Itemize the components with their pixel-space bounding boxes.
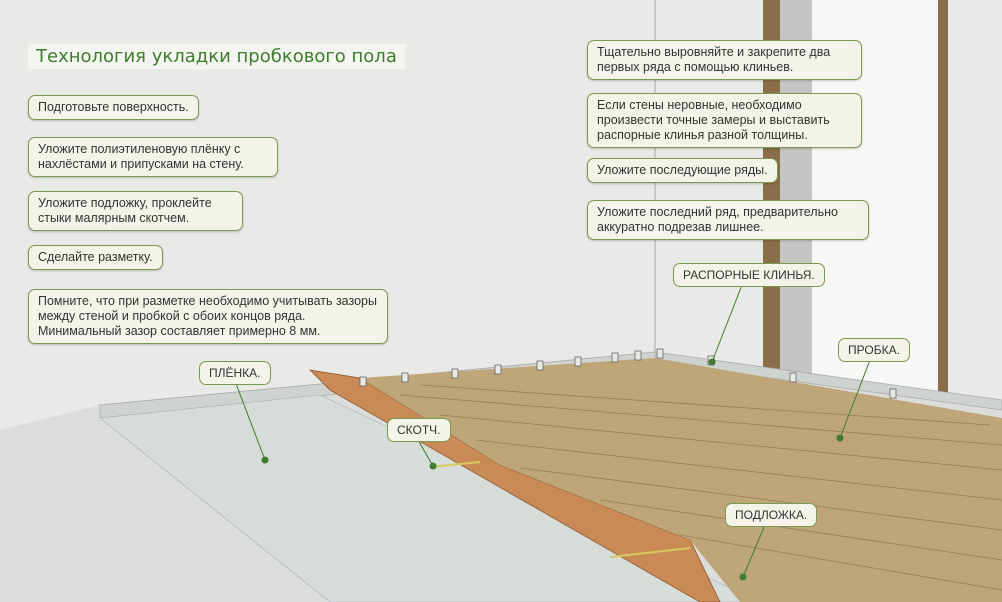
step-marking: Сделайте разметку. <box>28 245 163 270</box>
label-cork: ПРОБКА. <box>838 338 910 362</box>
step-lay-film: Уложите полиэтиленовую плёнку с нахлёста… <box>28 137 278 177</box>
step-last-row: Уложите последний ряд, предварительно ак… <box>587 200 869 240</box>
label-wedges: РАСПОРНЫЕ КЛИНЬЯ. <box>673 263 825 287</box>
step-gap-note: Помните, что при разметке необходимо учи… <box>28 289 388 344</box>
label-tape: СКОТЧ. <box>387 418 451 442</box>
step-lay-underlay: Уложите подложку, проклейте стыки малярн… <box>28 191 243 231</box>
step-align-first-rows: Тщательно выровняйте и закрепите два пер… <box>587 40 862 80</box>
cork-layer <box>360 358 1002 602</box>
step-uneven-walls: Если стены неровные, необходимо произвес… <box>587 93 862 148</box>
label-film: ПЛЁНКА. <box>199 361 271 385</box>
page-title: Технология укладки пробкового пола <box>28 44 405 69</box>
label-underlay: ПОДЛОЖКА. <box>725 503 818 527</box>
film-layer <box>99 394 761 602</box>
step-next-rows: Уложите последующие ряды. <box>587 158 778 183</box>
step-prepare-surface: Подготовьте поверхность. <box>28 95 199 120</box>
